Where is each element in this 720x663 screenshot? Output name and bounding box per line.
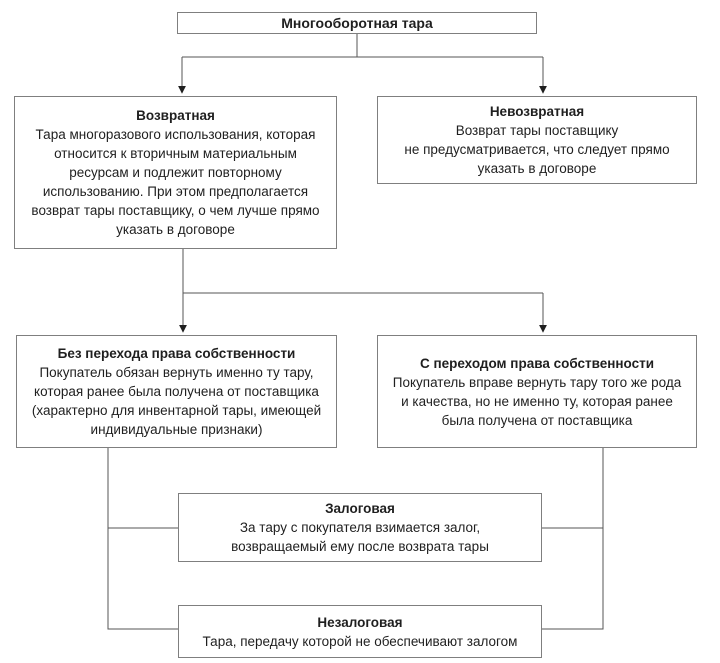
node-non-deposit-body: Тара, передачу которой не обеспечивают з… (202, 633, 518, 649)
node-deposit-title: Залоговая (325, 501, 395, 516)
node-non-returnable: Невозвратная Возврат тары поставщику не … (377, 96, 697, 184)
connector-left-route (107, 448, 178, 630)
node-with-transfer: С переходом права собственности Покупате… (377, 335, 697, 448)
node-deposit: Залоговая За тару с покупателя взимается… (178, 493, 542, 562)
node-root: Многооборотная тара (177, 12, 537, 34)
node-no-transfer: Без перехода права собственности Покупат… (16, 335, 337, 448)
node-non-deposit: Незалоговая Тара, передачу которой не об… (178, 605, 542, 658)
node-returnable: Возвратная Тара многоразового использова… (14, 96, 337, 249)
node-with-transfer-title: С переходом права собственности (419, 355, 655, 371)
node-with-transfer-body: Покупатель вправе вернуть тару того же р… (392, 374, 682, 428)
node-non-returnable-title: Невозвратная (489, 104, 585, 119)
node-returnable-body: Тара многоразового использования, котора… (31, 127, 320, 237)
node-non-deposit-title: Незалоговая (317, 614, 403, 630)
node-non-returnable-body: Возврат тары поставщику не предусматрива… (404, 123, 670, 176)
node-deposit-body: За тару с покупателя взимается залог, во… (231, 520, 489, 554)
node-root-title: Многооборотная тара (281, 14, 433, 31)
node-returnable-title: Возвратная (136, 108, 215, 123)
node-no-transfer-body: Покупатель обязан вернуть именно ту тару… (31, 365, 322, 437)
node-no-transfer-title: Без перехода права собственности (57, 346, 296, 361)
connector-right-route (542, 448, 604, 630)
